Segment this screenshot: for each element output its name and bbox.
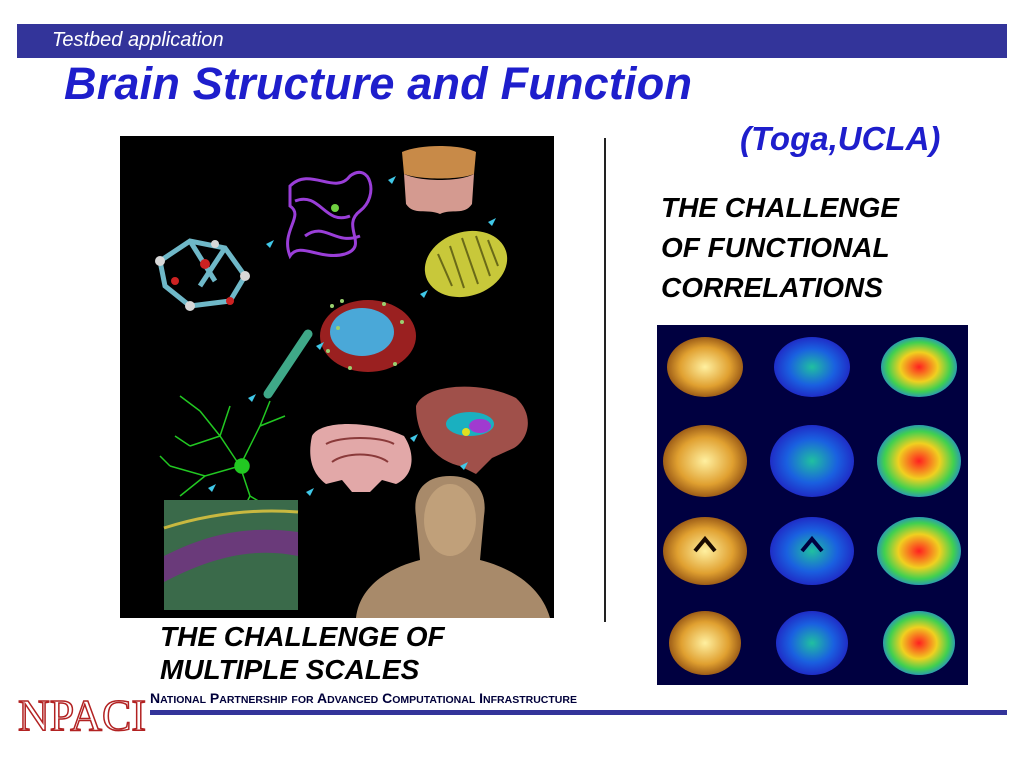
molecule-structure bbox=[155, 238, 250, 311]
footer-word: FOR bbox=[291, 694, 314, 706]
cell-organelle bbox=[320, 299, 416, 372]
map-row-3 bbox=[663, 517, 961, 585]
npaci-logo: NPACI bbox=[17, 690, 146, 738]
brain-sagittal-section bbox=[416, 386, 528, 474]
tooth-crown bbox=[402, 146, 476, 214]
slide-credit: (Toga,UCLA) bbox=[740, 120, 941, 157]
dendrite-segment bbox=[263, 329, 313, 399]
protein-ribbon bbox=[286, 170, 373, 260]
functional-caption: THE CHALLENGE OF FUNCTIONAL CORRELATIONS bbox=[661, 188, 981, 308]
multiscale-figure-art bbox=[155, 146, 550, 618]
footer-word: PARTNERSHIP bbox=[209, 690, 288, 706]
footer-rule bbox=[150, 710, 1007, 715]
scales-caption-line: MULTIPLE SCALES bbox=[160, 654, 420, 685]
footer-word: COMPUTATIONAL bbox=[382, 690, 476, 706]
functional-caption-line: OF FUNCTIONAL bbox=[661, 232, 890, 263]
functional-maps-figure bbox=[657, 325, 968, 685]
vertical-divider bbox=[604, 138, 606, 622]
multiscale-figure bbox=[120, 136, 554, 618]
footer-text: NATIONAL PARTNERSHIP FOR ADVANCED COMPUT… bbox=[150, 690, 577, 706]
header-banner bbox=[17, 24, 1007, 58]
scale-arrows bbox=[208, 176, 496, 496]
head-volume-render bbox=[356, 476, 550, 618]
brain-coronal-slice bbox=[310, 424, 412, 492]
map-row-2 bbox=[663, 425, 961, 497]
map-row-4 bbox=[669, 611, 955, 675]
footer-word: INFRASTRUCTURE bbox=[479, 690, 577, 706]
footer-word: NATIONAL bbox=[150, 690, 207, 706]
mitochondrion bbox=[424, 230, 508, 298]
logo-text: NPACI bbox=[18, 691, 146, 738]
banner-text: Testbed application bbox=[52, 29, 224, 51]
scales-caption-line: THE CHALLENGE OF bbox=[160, 621, 445, 652]
slide-title: Brain Structure and Function bbox=[64, 58, 693, 109]
neuron bbox=[159, 395, 286, 517]
map-row-1 bbox=[667, 337, 957, 397]
footer-word: ADVANCED bbox=[316, 690, 379, 706]
functional-maps-grid bbox=[663, 337, 961, 675]
functional-caption-line: THE CHALLENGE bbox=[661, 192, 899, 223]
tissue-histology bbox=[163, 500, 299, 610]
scales-caption: THE CHALLENGE OF MULTIPLE SCALES bbox=[160, 620, 580, 686]
functional-caption-line: CORRELATIONS bbox=[661, 272, 883, 303]
